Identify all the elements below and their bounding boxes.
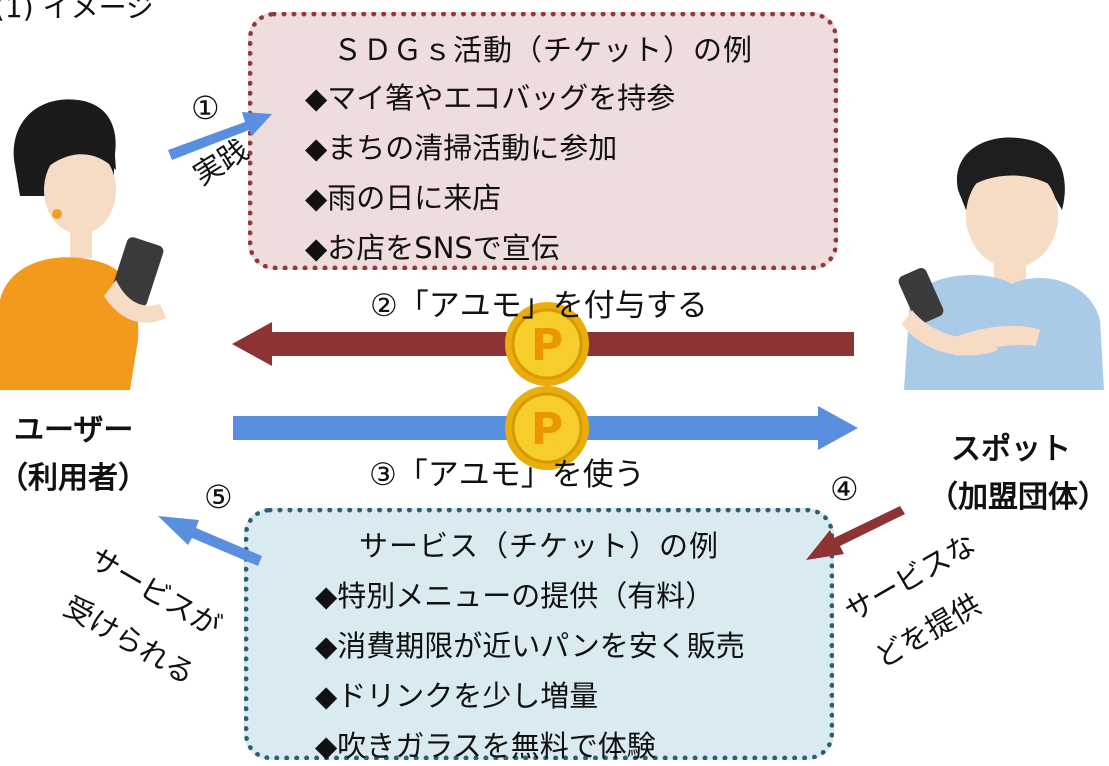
step1-arrow bbox=[168, 112, 272, 160]
step4-number: ④ bbox=[830, 470, 859, 508]
spot-label: スポット bbox=[951, 432, 1071, 467]
coin-icon: P bbox=[505, 302, 589, 386]
sdgs-box-title: ＳＤＧｓ活動（チケット）の例 bbox=[332, 33, 753, 67]
coin-symbol: P bbox=[531, 404, 563, 455]
step1-number: ① bbox=[191, 89, 220, 127]
service-item: ◆吹きガラスを無料で体験 bbox=[315, 729, 656, 763]
sdgs-item: ◆お店をSNSで宣伝 bbox=[305, 231, 560, 265]
service-box-title: サービス（チケット）の例 bbox=[358, 529, 719, 563]
coin-symbol: P bbox=[531, 320, 563, 371]
header-fragment: (1) イメージ bbox=[0, 0, 155, 24]
step5-number: ⑤ bbox=[204, 478, 233, 516]
service-item: ◆消費期限が近いパンを安く販売 bbox=[315, 629, 745, 663]
service-item: ◆特別メニューの提供（有料） bbox=[315, 579, 715, 613]
sdgs-activity-box: ＳＤＧｓ活動（チケット）の例 ◆マイ箸やエコバッグを持参 ◆まちの清掃活動に参加… bbox=[248, 12, 838, 270]
step2-label: ②「アユモ」を付与する bbox=[370, 288, 708, 324]
step4-arrow bbox=[806, 506, 905, 560]
spot-sub-label: （加盟団体） bbox=[928, 480, 1108, 515]
sdgs-item: ◆まちの清掃活動に参加 bbox=[305, 131, 618, 165]
step3-label: ③「アユモ」を使う bbox=[369, 457, 645, 493]
sdgs-item: ◆マイ箸やエコバッグを持参 bbox=[305, 81, 676, 115]
sdgs-item: ◆雨の日に来店 bbox=[305, 181, 502, 215]
step5-arrow bbox=[158, 516, 262, 566]
service-item: ◆ドリンクを少し増量 bbox=[315, 679, 599, 713]
user-sub-label: （利用者） bbox=[0, 461, 148, 496]
user-woman-icon bbox=[0, 99, 166, 390]
service-example-box: サービス（チケット）の例 ◆特別メニューの提供（有料） ◆消費期限が近いパンを安… bbox=[244, 508, 834, 763]
user-label: ユーザー bbox=[14, 413, 134, 448]
coin-icon: P bbox=[505, 386, 589, 470]
spot-man-icon bbox=[898, 137, 1104, 390]
